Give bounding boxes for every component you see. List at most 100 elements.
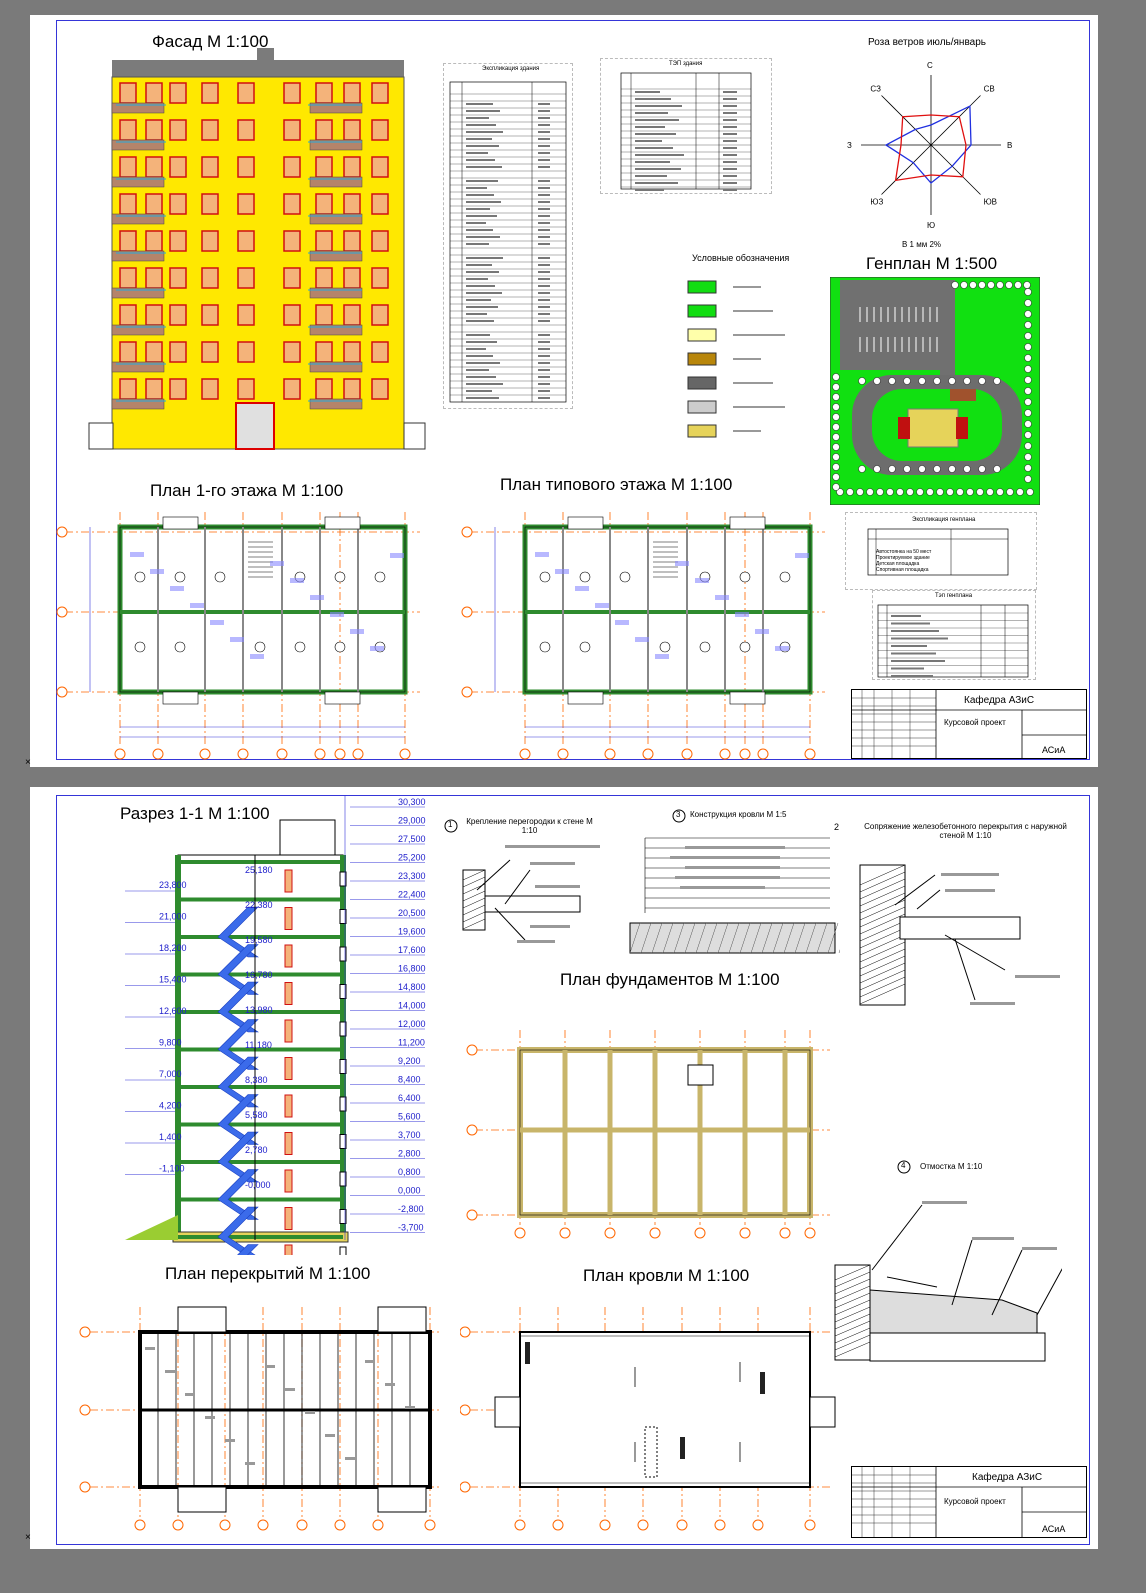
plan-axis-marker bbox=[56, 526, 68, 538]
hatch bbox=[750, 922, 762, 954]
plan-axis-marker bbox=[152, 748, 164, 760]
level-label: 11,200 bbox=[398, 1038, 425, 1048]
plan-wall-outline bbox=[524, 526, 811, 693]
legend-swatch bbox=[687, 424, 717, 438]
facade-window bbox=[283, 378, 301, 400]
hatch bbox=[794, 922, 806, 954]
plan-room-marker bbox=[579, 571, 591, 583]
plan-room-marker bbox=[539, 641, 551, 653]
plan-label-stub bbox=[735, 612, 749, 617]
plan-label-stub bbox=[250, 654, 264, 659]
facade-window bbox=[371, 304, 389, 326]
hatch bbox=[834, 1327, 871, 1344]
facade-window bbox=[119, 193, 137, 215]
facade-window bbox=[237, 119, 255, 141]
level-label: 9,200 bbox=[398, 1056, 421, 1066]
expl-text-stub bbox=[466, 110, 500, 112]
hatch bbox=[816, 922, 828, 954]
roof-drain bbox=[760, 1372, 765, 1394]
hatch bbox=[761, 922, 773, 954]
detail-1-drawing bbox=[462, 845, 600, 943]
section-slab bbox=[178, 897, 343, 902]
slab-label-stub bbox=[285, 1388, 295, 1391]
tree bbox=[832, 373, 840, 381]
tep-value-stub bbox=[723, 105, 737, 107]
plan-axis-marker bbox=[779, 1227, 791, 1239]
plan-axis-marker bbox=[804, 1519, 816, 1531]
section-slab bbox=[178, 1047, 343, 1052]
tree bbox=[873, 465, 881, 473]
legend-swatch bbox=[687, 328, 717, 342]
plan-label-stub bbox=[130, 552, 144, 557]
expl-value-stub bbox=[538, 110, 550, 112]
foundation-pit bbox=[687, 1064, 714, 1086]
tep-value-stub bbox=[723, 112, 737, 114]
level-label: 2,800 bbox=[398, 1149, 421, 1159]
facade-balcony bbox=[309, 361, 363, 373]
facade-window bbox=[371, 193, 389, 215]
section-door bbox=[284, 1169, 293, 1193]
section-stair-flight bbox=[217, 1094, 259, 1145]
plan-label-stub bbox=[290, 578, 304, 583]
stamp-dept: Кафедра АЗиС bbox=[964, 695, 1035, 706]
plan-label-stub bbox=[555, 569, 569, 574]
facade-window bbox=[343, 82, 361, 104]
genplan-expl-row: Детская площадка bbox=[876, 561, 920, 567]
plan-label-stub bbox=[210, 620, 224, 625]
facade-window bbox=[145, 267, 163, 289]
expl-text-stub bbox=[466, 180, 498, 182]
hatch bbox=[684, 922, 696, 954]
tree bbox=[996, 281, 1004, 289]
facade-window bbox=[145, 378, 163, 400]
facade-balcony bbox=[111, 287, 165, 299]
facade-window bbox=[343, 341, 361, 363]
tree bbox=[956, 488, 964, 496]
plan-label-stub bbox=[715, 595, 729, 600]
expl-value-stub bbox=[538, 376, 550, 378]
plan-typical-drawing bbox=[461, 512, 825, 760]
tep-text-stub bbox=[635, 161, 670, 163]
level-label: 23,300 bbox=[398, 871, 426, 881]
plan-label-stub bbox=[595, 603, 609, 608]
plan-axis-marker bbox=[637, 1519, 649, 1531]
hatch bbox=[859, 962, 906, 984]
legend-swatch bbox=[687, 376, 717, 390]
roof-outline bbox=[519, 1331, 811, 1488]
facade-window bbox=[169, 230, 187, 252]
plan-room-marker bbox=[134, 641, 146, 653]
level-label: 8,380 bbox=[245, 1075, 268, 1085]
facade-window bbox=[315, 304, 333, 326]
hatch bbox=[834, 1285, 871, 1302]
level-label: 14,800 bbox=[398, 982, 426, 992]
hatch bbox=[859, 864, 906, 886]
plan-balcony bbox=[324, 516, 361, 530]
legend-swatch bbox=[687, 400, 717, 414]
tep-genplan-title: Тэп генплана bbox=[935, 593, 973, 599]
plan-typical-title: План типового этажа М 1:100 bbox=[500, 475, 733, 494]
slab-label-stub bbox=[165, 1370, 175, 1373]
hatch bbox=[834, 1306, 871, 1323]
plan-room-marker bbox=[134, 571, 146, 583]
facade-window bbox=[169, 341, 187, 363]
expl-text-stub bbox=[466, 243, 489, 245]
hatch bbox=[673, 922, 685, 954]
plan-label-stub bbox=[330, 612, 344, 617]
level-label: 17,600 bbox=[398, 945, 426, 955]
expl-value-stub bbox=[538, 348, 550, 350]
expl-value-stub bbox=[538, 355, 550, 357]
level-label: 11,180 bbox=[245, 1040, 272, 1050]
expl-text-stub bbox=[466, 236, 500, 238]
section-stair-flight bbox=[217, 944, 259, 995]
hatch bbox=[462, 911, 486, 923]
tree bbox=[960, 281, 968, 289]
stamp-project: Курсовой проект bbox=[944, 1497, 1006, 1506]
wind-dir-label: Ю bbox=[927, 221, 935, 230]
tree bbox=[1024, 310, 1032, 318]
facade-balcony bbox=[309, 250, 363, 262]
plan-label-stub bbox=[775, 646, 789, 651]
tree bbox=[978, 377, 986, 385]
tep-value-stub bbox=[723, 154, 737, 156]
tep-value-stub bbox=[723, 161, 737, 163]
facade-window bbox=[371, 119, 389, 141]
expl-value-stub bbox=[538, 397, 550, 399]
